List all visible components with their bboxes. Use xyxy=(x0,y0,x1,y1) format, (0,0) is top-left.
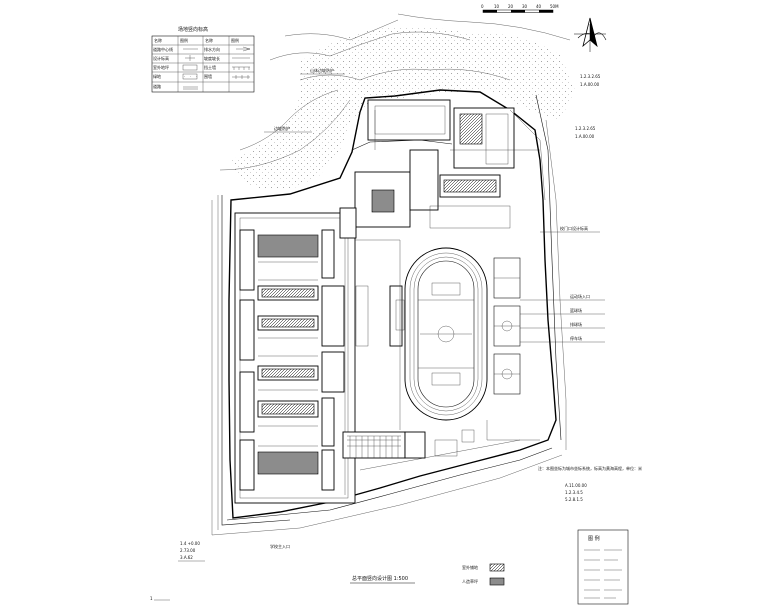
east-label-4: 排球场 xyxy=(570,321,582,327)
legend-cell: 坡度坡长 xyxy=(204,55,220,61)
se-level-3: 5.2.8.1.5 xyxy=(565,497,583,502)
east-label-1: 校门口设计标高 xyxy=(560,225,588,231)
south-buildings xyxy=(342,429,475,459)
west-hill-label: 边坡防护 xyxy=(274,125,290,131)
legend-cell: 图例 xyxy=(231,37,239,43)
legend-cell: 道路中心线 xyxy=(153,46,173,52)
legend-cell: 道路 xyxy=(153,83,161,89)
scale-label-20: 20 xyxy=(508,4,514,9)
east-label-5: 停车场 xyxy=(570,335,582,341)
north-hill-label: 山体边坡防护 xyxy=(310,67,334,73)
ne-level-1: 1.2.3.2.65 xyxy=(575,126,596,131)
site-boundary xyxy=(211,89,567,536)
hill-terrain xyxy=(219,13,575,190)
east-courts xyxy=(389,257,521,395)
legend-cell: 绿地 xyxy=(153,73,161,79)
se-note: 注：本图坐标为城市坐标系统，标高为黄海高程，单位：米 xyxy=(538,465,642,471)
south-gate-label: 学校主入口 xyxy=(270,543,290,549)
scale-label-0: 0 xyxy=(481,4,484,9)
west-level-2: 2.73.00 xyxy=(180,548,196,553)
running-track xyxy=(404,247,488,421)
east-label-2: 运动场入口 xyxy=(570,293,590,299)
legend-table-title: 场地竖向标高 xyxy=(178,26,208,33)
legend-cell: 设计标高 xyxy=(153,55,169,61)
ne-level-4: 1.A.00.00 xyxy=(580,82,600,87)
legend-cell: 挡土墙 xyxy=(204,64,216,70)
annotations: 山体边坡防护 边坡防护 校门口设计标高 运动场入口 篮球场 排球场 停车场 1.… xyxy=(178,67,642,562)
se-level-1: A.11.00.00 xyxy=(565,483,587,488)
west-level-1: 1.4 +0.00 xyxy=(180,541,200,546)
west-building-complex xyxy=(234,212,369,504)
legend-cell: 围墙 xyxy=(204,73,212,79)
scale-label-10: 10 xyxy=(494,4,500,9)
legend-table: 场地竖向标高 名称 图例 名称 图例 道路中心线 排水方向 设计标高 坡度坡长 … xyxy=(151,26,255,93)
north-buildings xyxy=(339,99,515,239)
ne-level-2: 1.A.00.00 xyxy=(575,134,595,139)
north-arrow-icon xyxy=(574,17,607,52)
legend-cell: 名称 xyxy=(154,37,162,43)
drawing-title-block: 总平面竖向设计图 1:500 室外铺地 人造草坪 xyxy=(350,563,505,586)
west-level-3: 3.A.62 xyxy=(180,555,193,560)
ne-level-3: 1.2.3.2.65 xyxy=(580,74,601,79)
drawing-title: 总平面竖向设计图 1:500 xyxy=(352,575,408,582)
legend-cell: 室外地坪 xyxy=(153,64,169,70)
scale-label-40: 40 xyxy=(536,4,542,9)
scale-label-30: 30 xyxy=(522,4,528,9)
internal-roads xyxy=(355,109,546,471)
hatch-key-label: 室外铺地 xyxy=(462,564,478,570)
legend-cell: 图例 xyxy=(180,37,188,43)
east-label-3: 篮球场 xyxy=(570,307,582,313)
scale-label-50: 50M xyxy=(550,4,559,9)
corner-mark: 1 xyxy=(150,596,153,601)
legend-cell: 名称 xyxy=(205,37,213,43)
dense-key-label: 人造草坪 xyxy=(462,578,478,584)
legend-box-title: 图 例 xyxy=(588,535,600,542)
legend-cell: 排水方向 xyxy=(204,46,220,52)
se-level-2: 1.2.3.4.5 xyxy=(565,490,583,495)
scale-bar: 0 10 20 30 40 50M xyxy=(481,4,559,13)
legend-box: 图 例 xyxy=(577,529,629,605)
